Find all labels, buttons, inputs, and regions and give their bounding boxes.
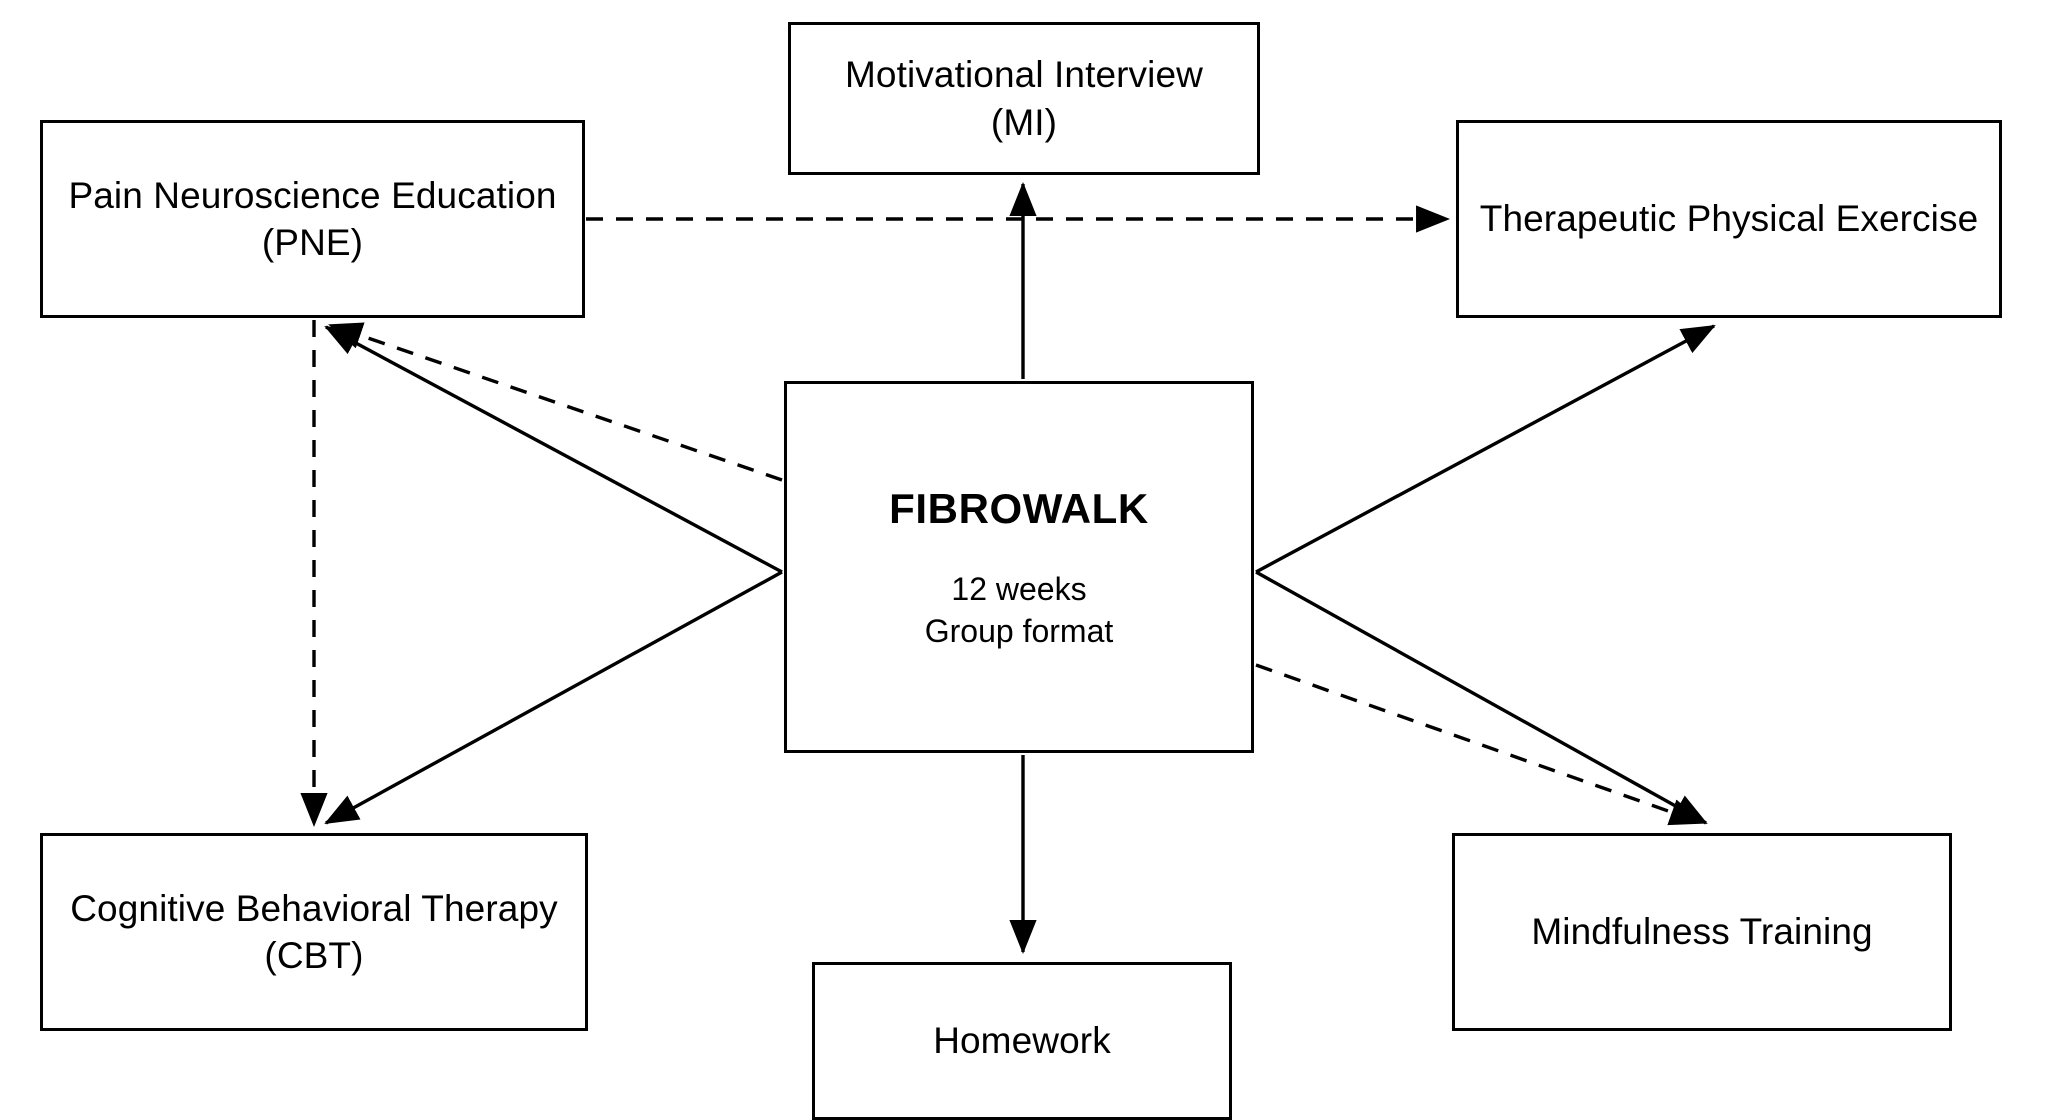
- edge-fibrowalk-to-pne-solid: [324, 325, 783, 574]
- edge-fibrowalk-to-mind-solid: [1255, 570, 1708, 825]
- node-cognitive-behavioral-therapy[interactable]: Cognitive Behavioral Therapy (CBT): [40, 833, 588, 1031]
- node-fibrowalk-title: FIBROWALK: [889, 484, 1149, 532]
- node-fibrowalk[interactable]: FIBROWALK 12 weeks Group format: [784, 381, 1254, 753]
- edge-fibrowalk-to-tpe: [1255, 324, 1716, 574]
- node-therapeutic-physical-exercise[interactable]: Therapeutic Physical Exercise: [1456, 120, 2002, 318]
- node-pain-neuroscience-education[interactable]: Pain Neuroscience Education (PNE): [40, 120, 585, 318]
- node-fibrowalk-subtitle: 12 weeks Group format: [924, 570, 1114, 649]
- node-homework-label: Homework: [933, 1020, 1111, 1062]
- node-motivational-interview[interactable]: Motivational Interview (MI): [788, 22, 1260, 175]
- node-cbt-label: Cognitive Behavioral Therapy (CBT): [70, 887, 558, 976]
- node-tpe-label: Therapeutic Physical Exercise: [1479, 198, 1979, 240]
- node-mind-label: Mindfulness Training: [1531, 911, 1873, 953]
- edge-fibrowalk-to-mind-dashed: [1255, 663, 1704, 826]
- node-pne-label: Pain Neuroscience Education (PNE): [68, 174, 557, 263]
- edge-fibrowalk-to-cbt: [324, 570, 783, 825]
- node-mindfulness-training[interactable]: Mindfulness Training: [1452, 833, 1952, 1031]
- edge-fibrowalk-to-pne-dashed: [328, 322, 783, 482]
- node-homework[interactable]: Homework: [812, 962, 1232, 1120]
- node-mi-label: Motivational Interview (MI): [845, 54, 1203, 143]
